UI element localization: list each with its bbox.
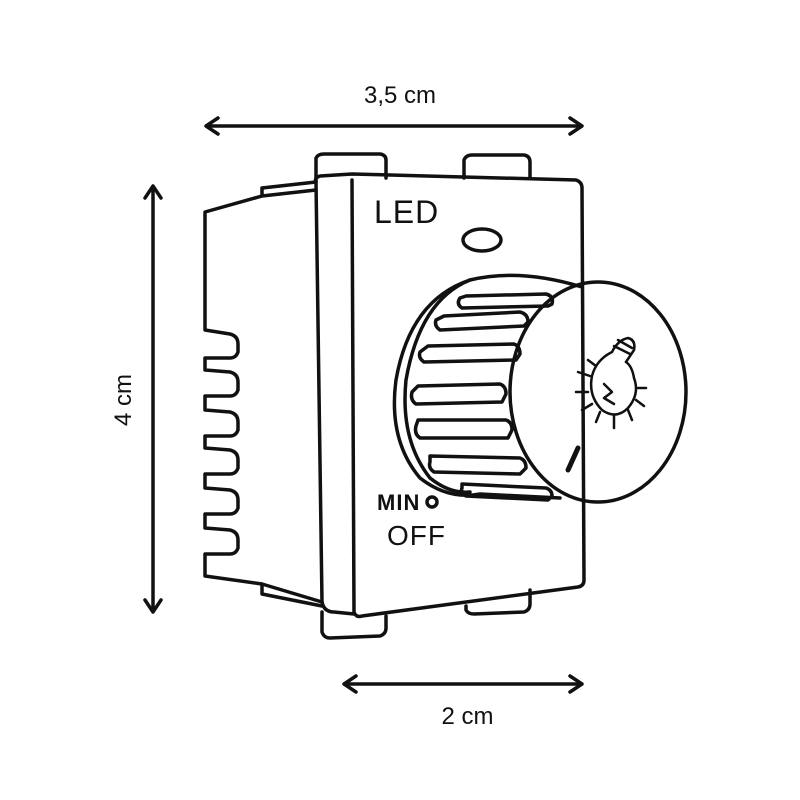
side-body	[203, 180, 324, 604]
depth-dimension-label: 2 cm	[441, 703, 494, 730]
bottom-clips	[260, 582, 532, 640]
depth-dimension-arrow	[342, 674, 584, 694]
knob-position-marker	[565, 445, 581, 473]
width-dimension-label: 3,5 cm	[0, 82, 800, 110]
min-indicator-dot	[425, 495, 439, 509]
min-label: MIN	[377, 490, 421, 515]
height-dimension-arrow	[143, 184, 163, 614]
width-dimension-arrow	[204, 116, 584, 136]
led-label: LED	[374, 194, 440, 230]
top-clips	[314, 152, 532, 184]
height-dimension-label: 4 cm	[110, 374, 137, 427]
led-indicator	[461, 227, 503, 253]
width-dimension-text: 3,5 cm	[363, 82, 437, 109]
knob-face[interactable]	[508, 280, 688, 504]
off-label: OFF	[387, 520, 446, 551]
front-face	[313, 172, 586, 619]
lightbulb-icon	[574, 336, 648, 430]
rotary-knob[interactable]	[392, 273, 688, 504]
